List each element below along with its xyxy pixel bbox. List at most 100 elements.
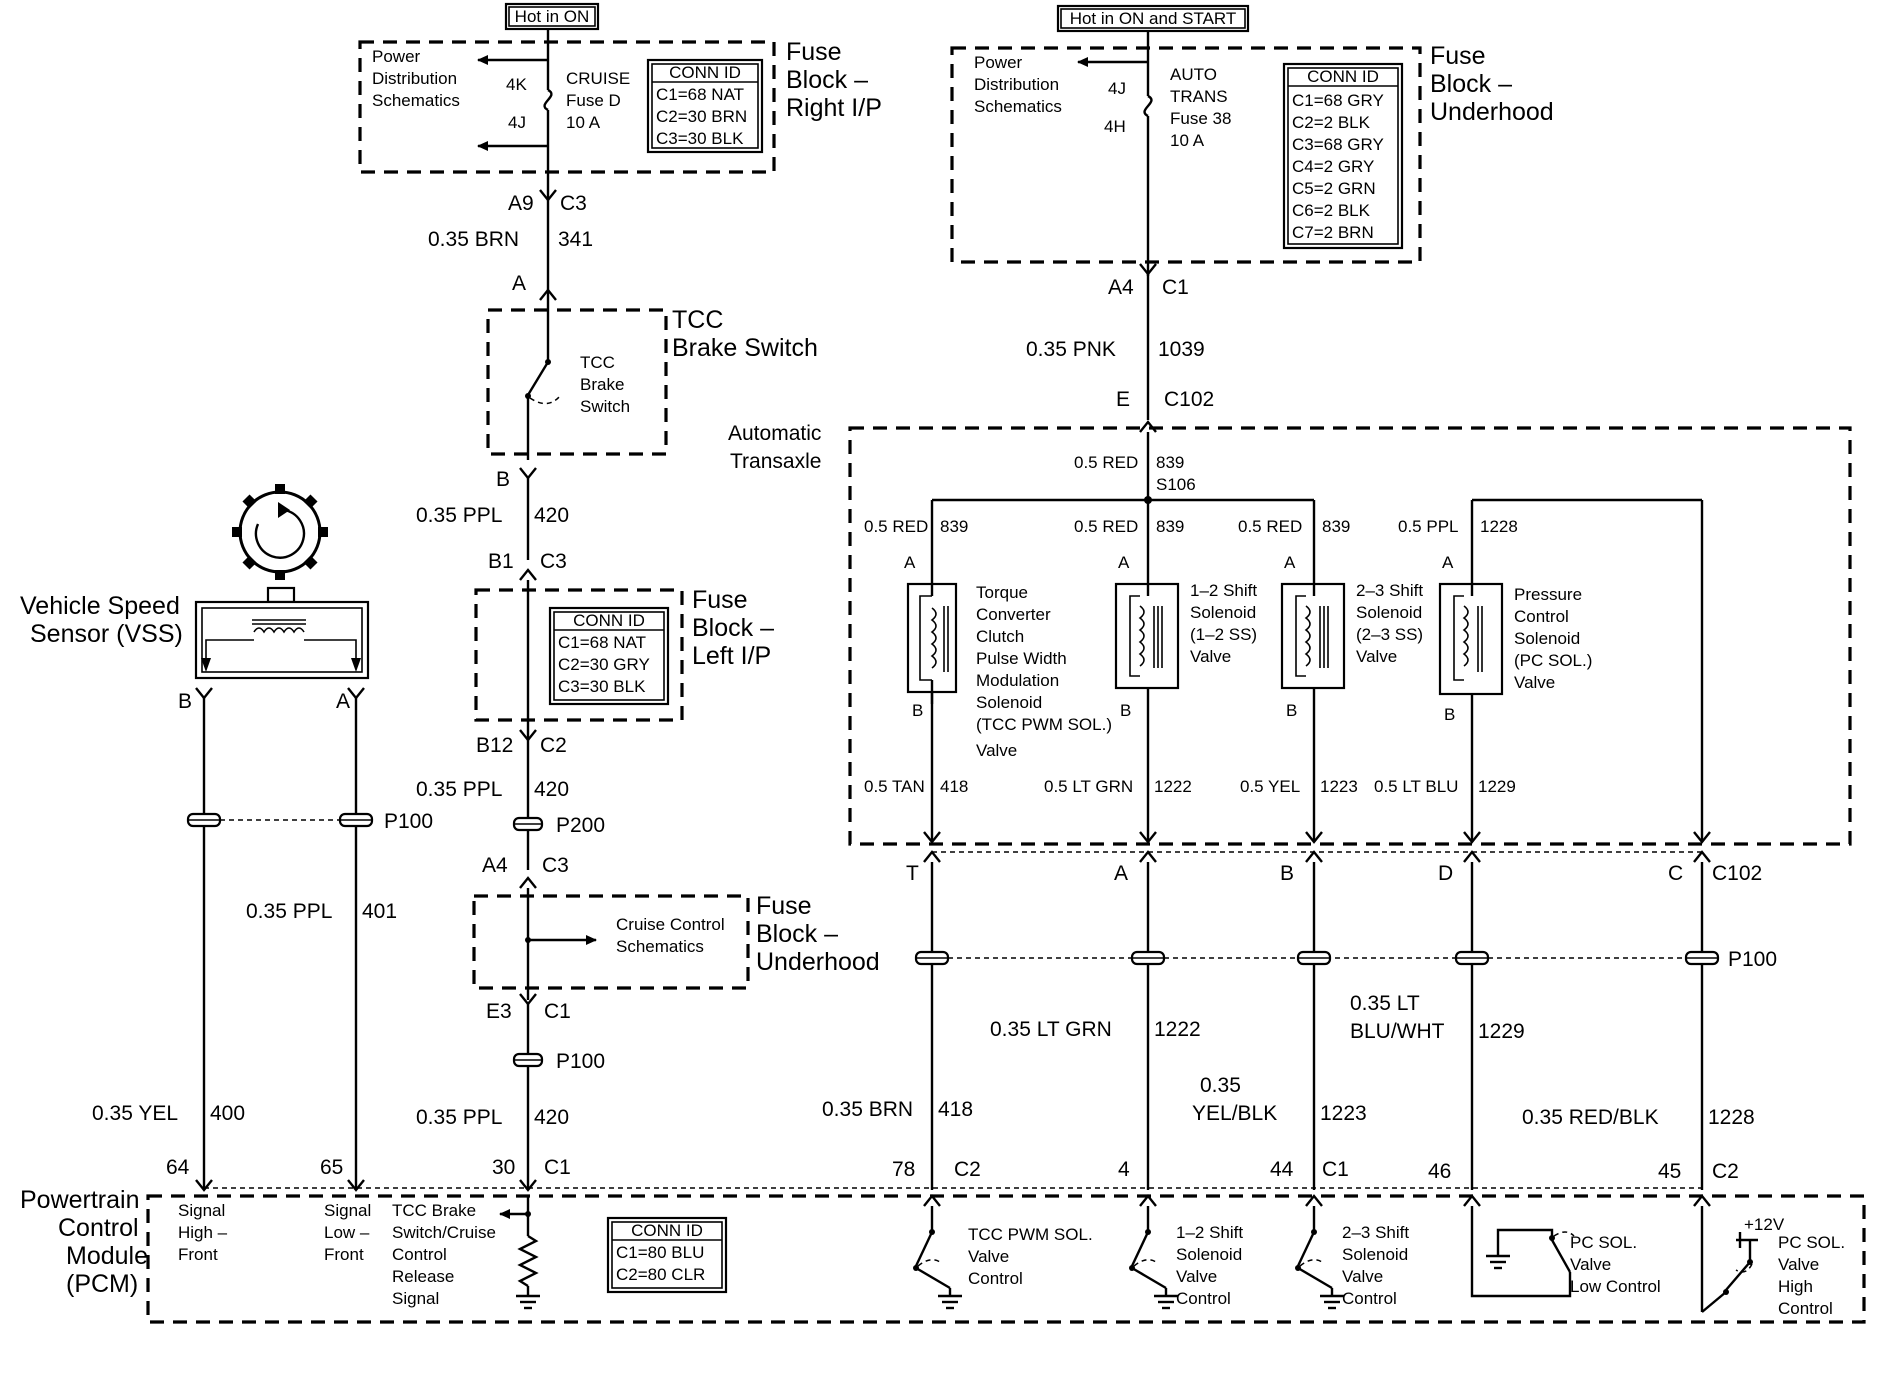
svg-text:C: C	[1668, 862, 1683, 885]
svg-text:BLU/WHT: BLU/WHT	[1350, 1020, 1445, 1043]
ground-icon	[938, 1294, 962, 1310]
svg-text:CONN ID: CONN ID	[631, 1221, 703, 1240]
wire-1039: A4 C1 0.35 PNK 1039 E C102	[1026, 263, 1214, 433]
svg-text:E3: E3	[486, 1000, 512, 1023]
svg-text:CRUISE: CRUISE	[566, 69, 630, 88]
shift-2-3-control-switch: 2–3 Shift Solenoid Valve Control	[1295, 1206, 1409, 1310]
svg-text:Front: Front	[178, 1245, 218, 1264]
svg-text:B12: B12	[476, 734, 513, 757]
svg-text:0.35 YEL: 0.35 YEL	[92, 1102, 178, 1125]
svg-text:4H: 4H	[1104, 117, 1126, 136]
svg-text:B1: B1	[488, 550, 514, 573]
svg-text:401: 401	[362, 900, 397, 923]
svg-text:Block –: Block –	[1430, 70, 1512, 98]
svg-text:High –: High –	[178, 1223, 228, 1242]
svg-text:C1=80 BLU: C1=80 BLU	[616, 1243, 704, 1262]
svg-text:0.35 PPL: 0.35 PPL	[246, 900, 332, 923]
svg-text:420: 420	[534, 778, 569, 801]
svg-text:Fuse: Fuse	[1430, 42, 1486, 70]
svg-text:Hot in ON and START: Hot in ON and START	[1070, 9, 1237, 28]
svg-text:10 A: 10 A	[566, 113, 601, 132]
svg-text:839: 839	[1156, 517, 1184, 536]
svg-text:Control: Control	[1176, 1289, 1231, 1308]
svg-text:418: 418	[940, 777, 968, 796]
svg-text:0.5 LT BLU: 0.5 LT BLU	[1374, 777, 1458, 796]
svg-text:C3: C3	[540, 550, 567, 573]
svg-text:Release: Release	[392, 1267, 454, 1286]
svg-text:Module: Module	[66, 1242, 148, 1270]
svg-text:64: 64	[166, 1156, 190, 1179]
svg-text:(PCM): (PCM)	[66, 1270, 138, 1298]
svg-text:C2: C2	[954, 1158, 981, 1181]
svg-text:C1: C1	[1162, 276, 1189, 299]
svg-text:Solenoid: Solenoid	[1190, 603, 1256, 622]
svg-text:Transaxle: Transaxle	[730, 450, 821, 473]
svg-text:1229: 1229	[1478, 777, 1516, 796]
svg-text:44: 44	[1270, 1158, 1294, 1181]
svg-text:YEL/BLK: YEL/BLK	[1192, 1102, 1277, 1125]
svg-text:1223: 1223	[1320, 1102, 1367, 1125]
svg-text:Control: Control	[1342, 1289, 1397, 1308]
svg-text:420: 420	[534, 1106, 569, 1129]
ground-icon	[1154, 1294, 1178, 1310]
gear-icon	[232, 484, 328, 580]
svg-text:4: 4	[1118, 1158, 1130, 1181]
svg-text:Solenoid: Solenoid	[976, 693, 1042, 712]
svg-text:PC SOL.: PC SOL.	[1570, 1233, 1637, 1252]
tcc-brake-switch: TCC Brake Switch TCC Brake Switch	[486, 290, 818, 460]
svg-text:30: 30	[492, 1156, 515, 1179]
powertrain-control-module: Powertrain Control Module (PCM) Signal H…	[20, 1186, 1866, 1324]
svg-text:Valve: Valve	[1514, 673, 1555, 692]
svg-text:AUTO: AUTO	[1170, 65, 1217, 84]
wire-420-lower: B12 C2 0.35 PPL 420 P200 A4 C3	[416, 729, 605, 889]
svg-text:0.35: 0.35	[1200, 1074, 1241, 1097]
svg-text:Fuse: Fuse	[756, 892, 812, 920]
svg-text:A4: A4	[1108, 276, 1134, 299]
svg-text:P100: P100	[556, 1050, 605, 1073]
svg-text:2–3 Shift: 2–3 Shift	[1342, 1223, 1409, 1242]
svg-text:1222: 1222	[1154, 777, 1192, 796]
svg-text:Valve: Valve	[976, 741, 1017, 760]
svg-text:Low Control: Low Control	[1570, 1277, 1661, 1296]
svg-text:839: 839	[1156, 453, 1184, 472]
pc-high-control-switch: +12V PC SOL. Valve High Control	[1700, 1206, 1845, 1318]
svg-text:65: 65	[320, 1156, 343, 1179]
svg-text:Fuse: Fuse	[692, 586, 748, 614]
center-wire-column: A9 C3 0.35 BRN 341 A	[428, 189, 593, 301]
svg-text:0.5 PPL: 0.5 PPL	[1398, 517, 1459, 536]
svg-text:B: B	[912, 701, 923, 720]
svg-text:1222: 1222	[1154, 1018, 1201, 1041]
svg-text:839: 839	[1322, 517, 1350, 536]
svg-text:High: High	[1778, 1277, 1813, 1296]
svg-text:Switch/Cruise: Switch/Cruise	[392, 1223, 496, 1242]
svg-text:Low –: Low –	[324, 1223, 370, 1242]
svg-text:A: A	[1284, 553, 1296, 572]
svg-text:Clutch: Clutch	[976, 627, 1024, 646]
svg-text:P100: P100	[1728, 948, 1777, 971]
vehicle-speed-sensor: Vehicle Speed Sensor (VSS) B A	[20, 484, 370, 713]
svg-text:P200: P200	[556, 814, 605, 837]
svg-text:4J: 4J	[1108, 79, 1126, 98]
svg-text:A: A	[1442, 553, 1454, 572]
ground-icon	[1320, 1294, 1344, 1310]
svg-text:Valve: Valve	[1356, 647, 1397, 666]
svg-text:C3: C3	[542, 854, 569, 877]
svg-text:2–3 Shift: 2–3 Shift	[1356, 581, 1423, 600]
svg-text:Brake: Brake	[580, 375, 624, 394]
svg-text:B: B	[178, 690, 192, 713]
svg-text:0.5 RED: 0.5 RED	[864, 517, 928, 536]
pressure-control-solenoid: Pressure Control Solenoid (PC SOL.) Valv…	[1438, 580, 1592, 696]
svg-text:(1–2 SS): (1–2 SS)	[1190, 625, 1257, 644]
svg-text:PC SOL.: PC SOL.	[1778, 1233, 1845, 1252]
fuse-block-left-ip: CONN ID C1=68 NAT C2=30 GRY C3=30 BLK Fu…	[474, 580, 774, 740]
svg-text:Fuse: Fuse	[786, 38, 842, 66]
svg-text:Schematics: Schematics	[616, 937, 704, 956]
svg-text:Modulation: Modulation	[976, 671, 1059, 690]
shift-solenoid-2-3: 2–3 Shift Solenoid (2–3 SS) Valve	[1280, 580, 1423, 690]
svg-text:P100: P100	[384, 810, 433, 833]
svg-text:Signal: Signal	[178, 1201, 225, 1220]
svg-text:0.35 BRN: 0.35 BRN	[428, 228, 519, 251]
svg-text:Sensor (VSS): Sensor (VSS)	[30, 620, 183, 648]
svg-text:Power: Power	[974, 53, 1023, 72]
